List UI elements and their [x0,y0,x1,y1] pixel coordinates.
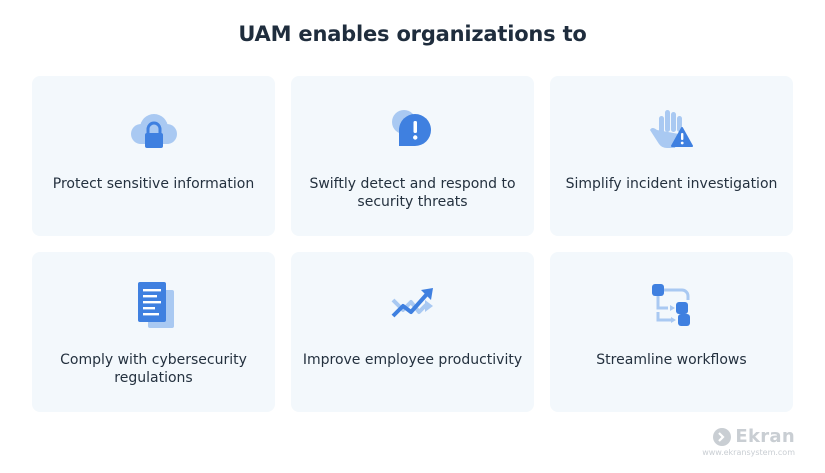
brand-url: www.ekransystem.com [702,448,795,457]
benefit-label: Simplify incident investigation [565,176,778,192]
ekran-watermark: Ekran www.ekransystem.com [702,426,795,457]
page-title: UAM enables organizations to [238,22,587,46]
benefit-card-investigate: Simplify incident investigation [550,76,793,236]
benefit-label: Protect sensitive information [52,176,255,192]
ekran-logo-icon [713,427,732,446]
benefit-card-protect: Protect sensitive information [32,76,275,236]
benefit-card-detect: Swiftly detect and respond to security t… [291,76,534,236]
hand-warning-icon [642,100,702,160]
trend-arrows-icon [383,276,443,336]
workflow-icon [642,276,702,336]
benefit-card-comply: Comply with cybersecurity regulations [32,252,275,412]
benefit-card-productivity: Improve employee productivity [291,252,534,412]
document-icon [124,276,184,336]
benefit-label: Swiftly detect and respond to security t… [309,176,516,210]
cloud-lock-icon [124,100,184,160]
benefit-label: Streamline workflows [596,352,747,368]
alert-chat-icon [383,100,443,160]
benefit-label: Improve employee productivity [302,352,523,368]
benefits-grid: Protect sensitive information Swiftly de… [32,76,793,412]
brand-name: Ekran [735,426,795,447]
benefit-label: Comply with cybersecurity regulations [60,352,247,386]
benefit-card-workflows: Streamline workflows [550,252,793,412]
